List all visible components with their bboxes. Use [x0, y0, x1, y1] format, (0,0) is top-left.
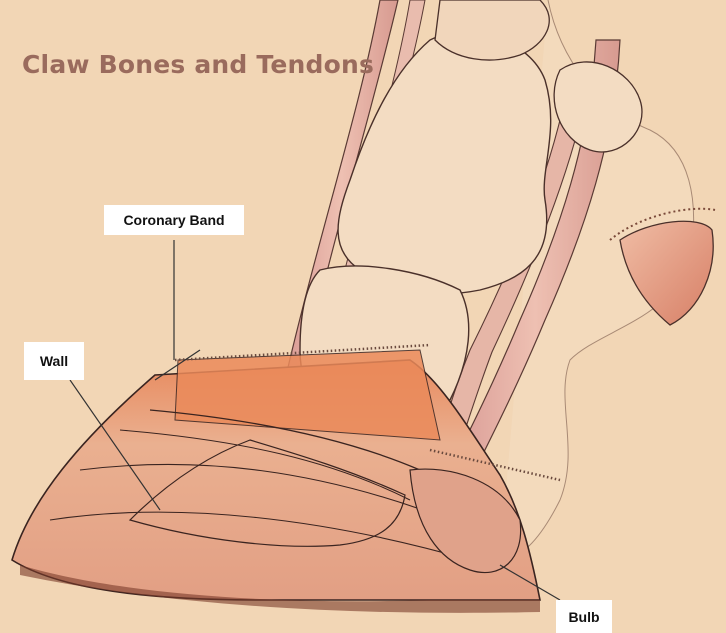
cannon-bone-end [435, 0, 549, 60]
wall-label: Wall [24, 342, 84, 380]
coronary-band-label: Coronary Band [104, 205, 244, 235]
bulb-label: Bulb [556, 600, 612, 633]
diagram-title: Claw Bones and Tendons [22, 50, 374, 79]
